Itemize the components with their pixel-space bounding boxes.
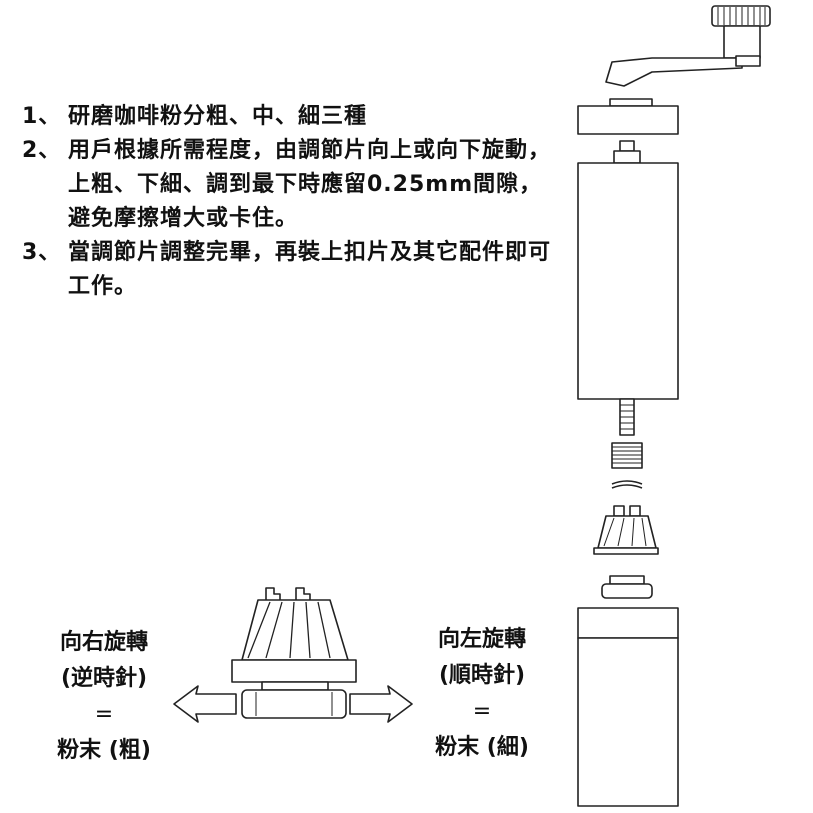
caption-rotation-sense: (順時針) [438,663,526,688]
step-number: 3、 [22,240,62,265]
lower-grinder-body [577,607,679,807]
crank-arm [605,57,743,87]
threaded-shaft [619,398,635,436]
instruction-step-2: 2、 用戶根據所需程度，由調節片向上或向下旋動，上粗、下細、調到最下時應留0.2… [22,134,562,236]
crank-handle [605,5,771,87]
step-number: 2、 [22,138,62,163]
washer [611,480,643,489]
arrow-left-icon [173,685,237,723]
caption-equals: = [472,699,492,724]
shaft-top [613,140,641,164]
fine-rotation-caption: 向左旋轉 (順時針) = 粉末 (細) [412,622,552,766]
top-lid [577,98,679,135]
caption-result: 粉末 (細) [435,735,529,760]
inner-burr-large [231,587,357,719]
step-text: 當調節片調整完畢，再裝上扣片及其它配件即可工作。 [68,240,552,299]
crank-knob [711,5,771,27]
coarse-rotation-caption: 向右旋轉 (逆時針) = 粉末 (粗) [34,625,174,769]
caption-rotation-sense: (逆時針) [60,666,148,691]
crank-knob-stem [723,25,761,59]
instruction-step-1: 1、 研磨咖啡粉分粗、中、細三種 [22,100,562,134]
adjusting-nut [601,575,653,599]
step-number: 1、 [22,104,62,129]
instruction-list: 1、 研磨咖啡粉分粗、中、細三種 2、 用戶根據所需程度，由調節片向上或向下旋動… [22,100,562,304]
step-text: 研磨咖啡粉分粗、中、細三種 [68,104,368,129]
inner-burr-small [593,505,659,555]
step-text: 用戶根據所需程度，由調節片向上或向下旋動，上粗、下細、調到最下時應留0.25mm… [68,138,552,231]
instruction-step-3: 3、 當調節片調整完畢，再裝上扣片及其它配件即可工作。 [22,236,562,304]
upper-grinder-body [577,162,679,400]
caption-equals: = [94,702,114,727]
arrow-right-icon [349,685,413,723]
caption-result: 粉末 (粗) [57,738,151,763]
caption-direction: 向左旋轉 [437,627,526,652]
spring [611,442,643,469]
caption-direction: 向右旋轉 [59,630,148,655]
